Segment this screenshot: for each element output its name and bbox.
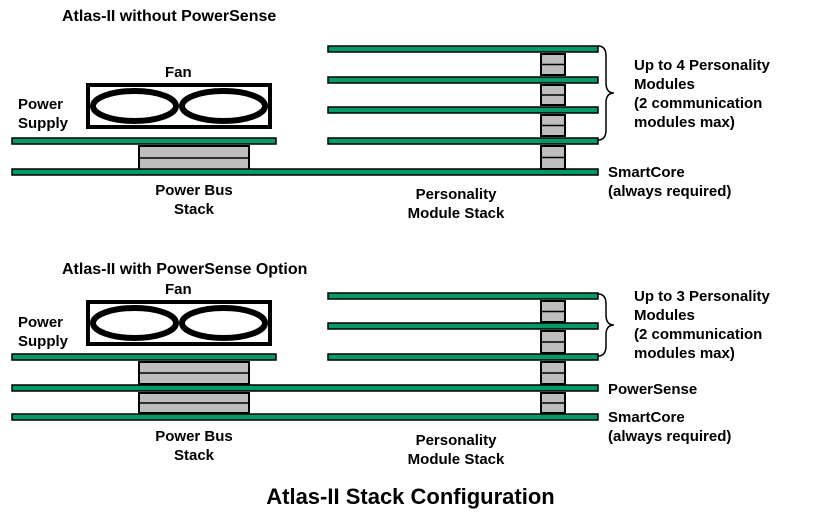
bottom-modules-brace	[597, 293, 615, 357]
bottom-power-supply-board	[11, 353, 277, 361]
top-fan-blade-right	[179, 88, 268, 124]
bottom-smartcore-label: SmartCore(always required)	[608, 409, 732, 445]
top-modules-brace	[597, 45, 615, 141]
top-fan-blade-left	[90, 88, 179, 124]
top-personality-module-board	[327, 76, 599, 84]
top-power-supply-board	[11, 137, 277, 145]
diagram-title: Atlas-II Stack Configuration	[266, 484, 555, 509]
top-fan-label: Fan	[165, 64, 192, 81]
bottom-personality-module-board	[327, 353, 599, 361]
top-personality-module-board	[327, 106, 599, 114]
top-section-heading: Atlas-II without PowerSense	[62, 8, 277, 25]
top-personality-module-board	[327, 137, 599, 145]
bottom-smartcore-board	[11, 413, 599, 421]
bottom-powersense-board	[11, 384, 599, 392]
top-smartcore-label: SmartCore(always required)	[608, 164, 732, 200]
top-smartcore-board	[11, 168, 599, 176]
bottom-personality-module-board	[327, 322, 599, 330]
top-personality-module-board	[327, 45, 599, 53]
bottom-section-heading: Atlas-II with PowerSense Option	[62, 261, 308, 278]
bottom-fan-label: Fan	[165, 281, 192, 298]
bottom-personality-module-board	[327, 292, 599, 300]
bottom-powersense-label: PowerSense	[608, 381, 698, 398]
bottom-fan-blade-left	[90, 305, 179, 341]
bottom-fan-blade-right	[179, 305, 268, 341]
